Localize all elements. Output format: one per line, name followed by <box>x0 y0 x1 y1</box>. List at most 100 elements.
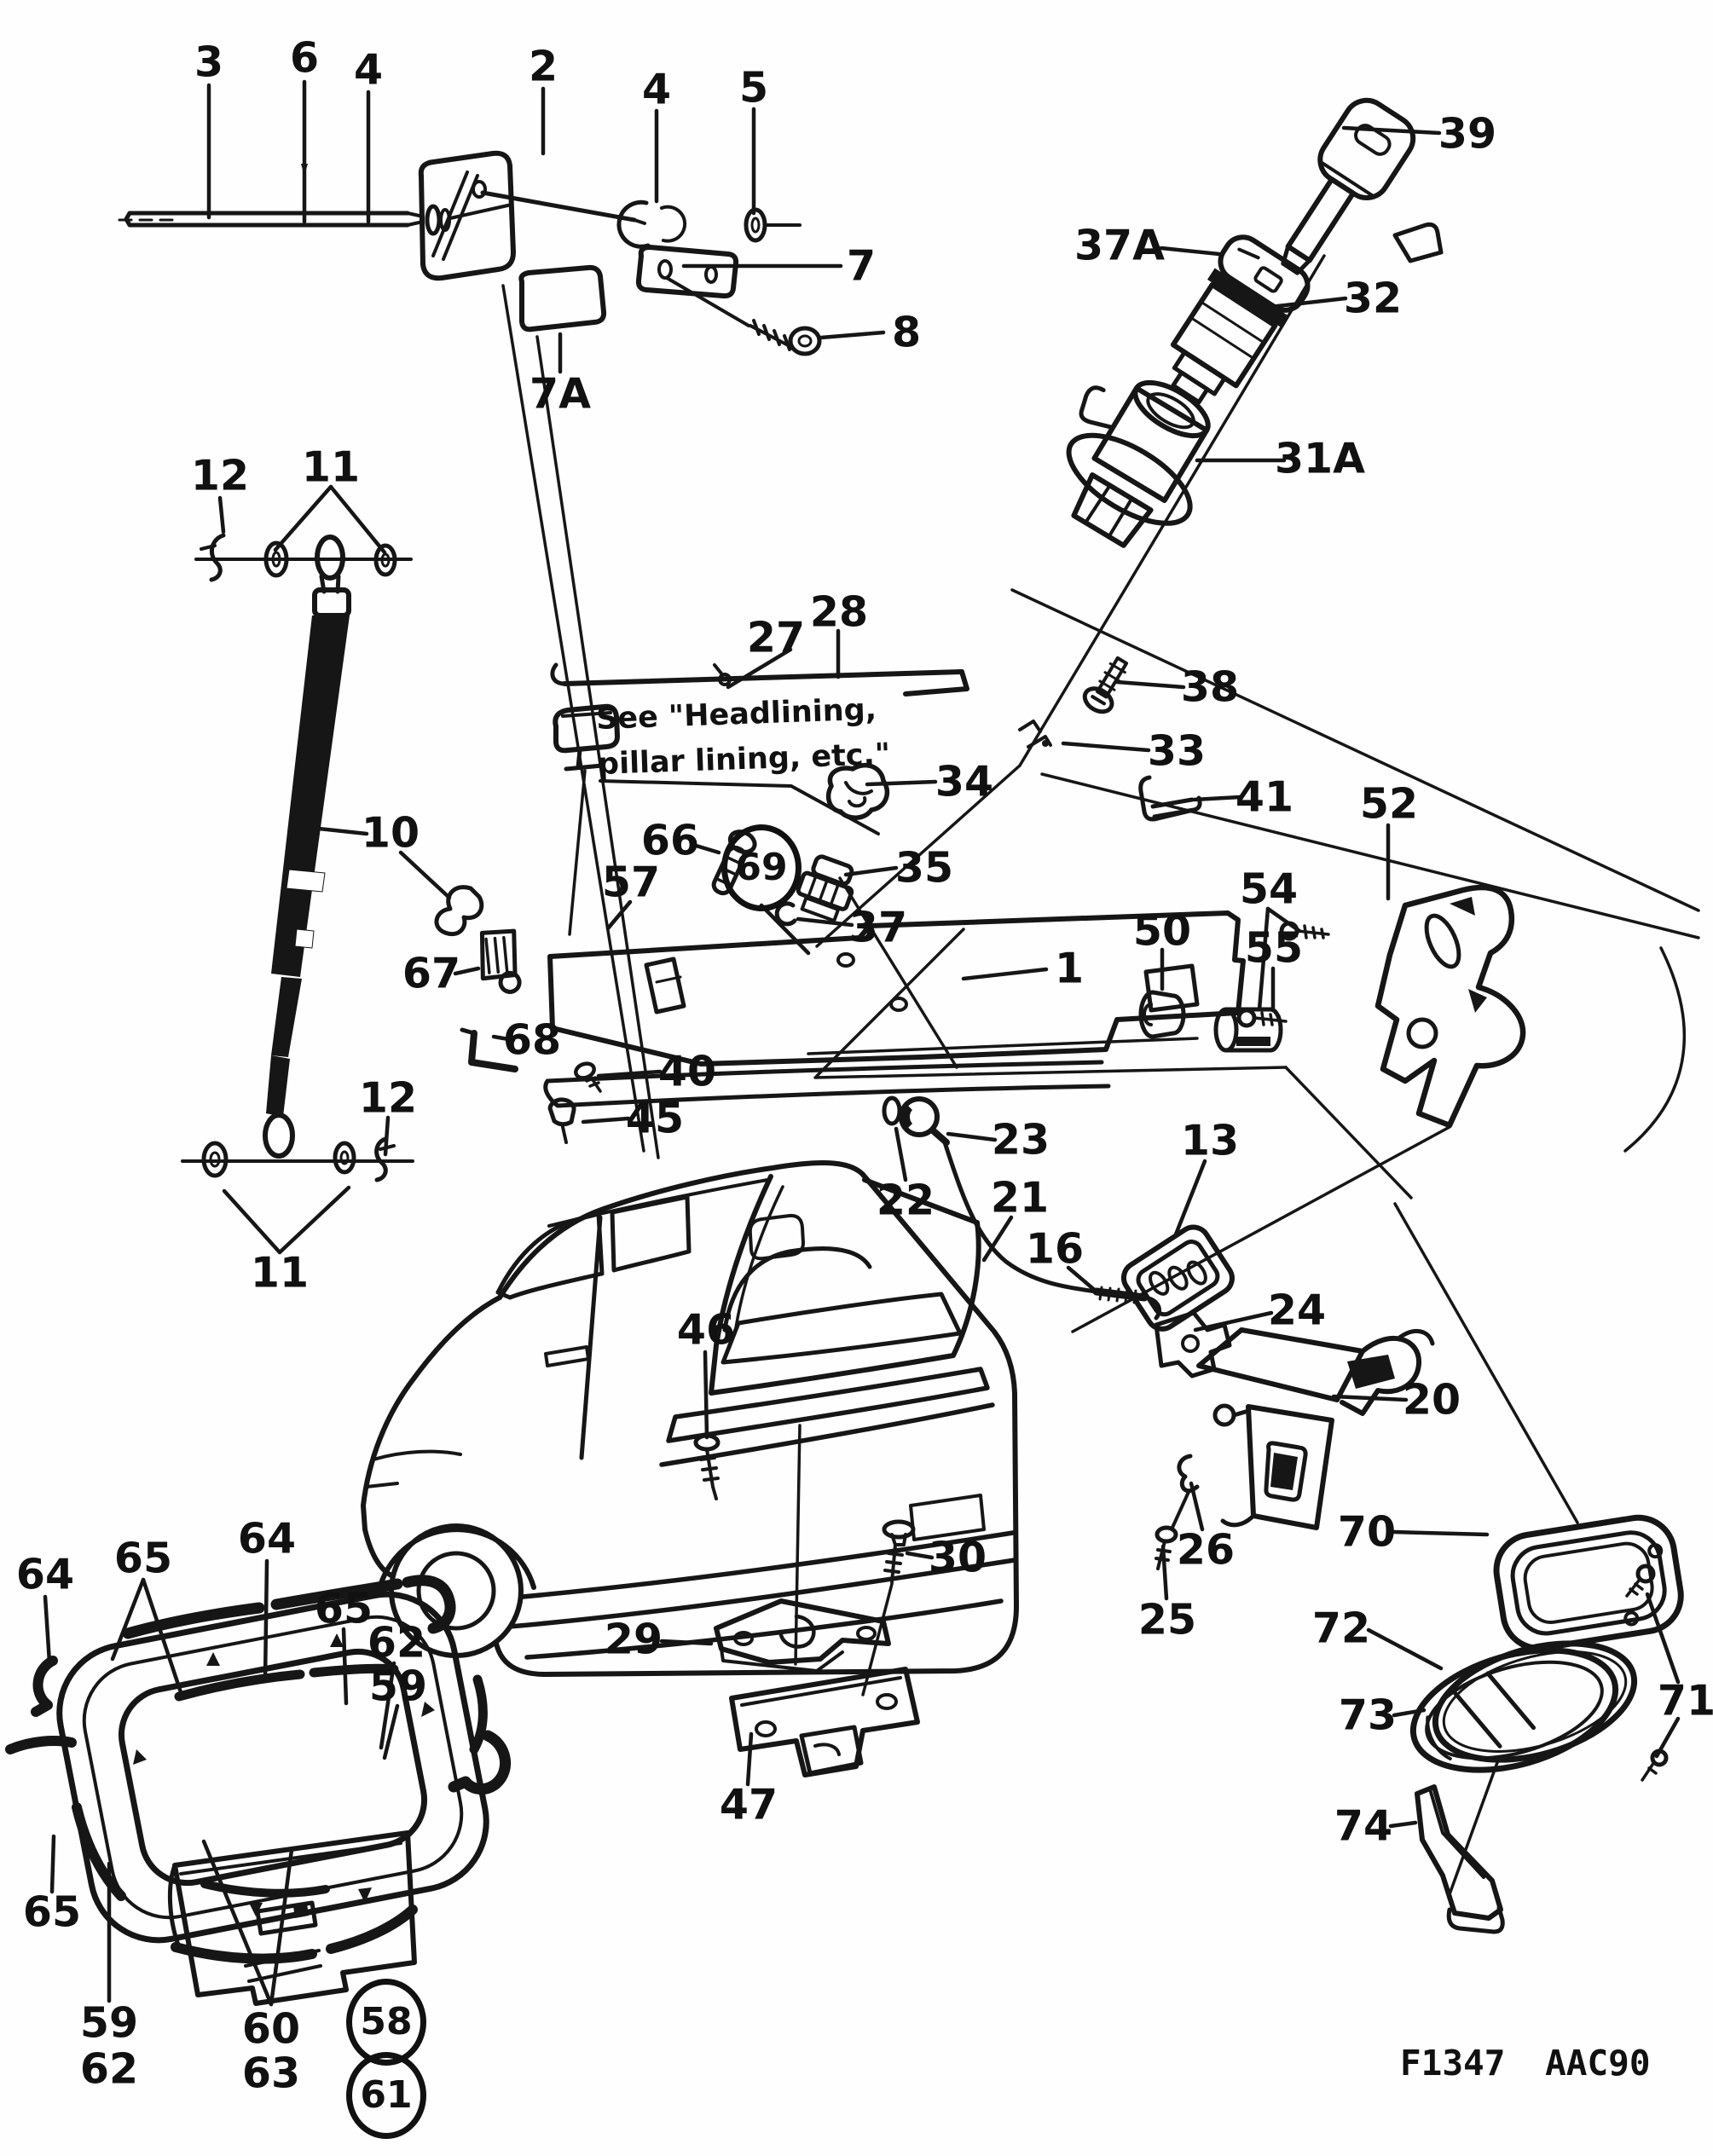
part-label-64: 64 <box>237 1514 297 1564</box>
part-label-38: 38 <box>1180 662 1240 712</box>
part-label-59: 59 <box>368 1662 428 1711</box>
lamp-bracket-74 <box>1415 1784 1505 1934</box>
part-label-66: 66 <box>640 816 700 865</box>
part-label-69: 69 <box>721 824 802 911</box>
headrest <box>748 1213 805 1261</box>
part-label-29: 29 <box>604 1615 663 1664</box>
washer-22 <box>882 1095 902 1126</box>
hinge-pad <box>518 264 607 332</box>
hinge-rod <box>118 211 425 228</box>
spring-67 <box>479 928 522 994</box>
part-label-57: 57 <box>601 858 661 907</box>
part-label-2: 2 <box>528 42 558 91</box>
lock-cylinder <box>1170 234 1311 405</box>
wheel-arch <box>378 1527 536 1590</box>
part-label-45: 45 <box>625 1094 685 1143</box>
part-label-35: 35 <box>894 843 954 893</box>
car-drawing <box>361 1160 1019 1677</box>
screw-30 <box>882 1519 916 1584</box>
release-mechanism <box>882 1095 1435 1570</box>
part-label-26: 26 <box>1176 1525 1236 1575</box>
part-label-65: 65 <box>113 1534 173 1583</box>
part-label-55: 55 <box>1244 923 1304 973</box>
part-label-40: 40 <box>657 1047 717 1096</box>
part-label-41: 41 <box>1235 772 1294 822</box>
switch-13 <box>1120 1224 1235 1332</box>
lamp-screw-71a <box>1625 1564 1656 1598</box>
lock-assembly <box>1018 97 1444 749</box>
hook-bracket-52 <box>1374 884 1526 1129</box>
striker-assembly <box>714 1519 920 1777</box>
cylinder-55 <box>1213 1007 1283 1053</box>
trunk-floor <box>721 1292 963 1365</box>
part-label-12: 12 <box>190 451 250 500</box>
part-label-3: 3 <box>194 38 224 87</box>
plug-45 <box>547 1097 576 1144</box>
part-label-32: 32 <box>1343 274 1403 323</box>
part-label-13: 13 <box>1180 1116 1240 1165</box>
headlining-note: See "Headlining, pillar lining, etc." <box>595 687 891 787</box>
lamp-housing-70 <box>1493 1514 1684 1651</box>
hinge-clip <box>616 199 687 249</box>
lamp-assembly <box>1409 1514 1684 1934</box>
car-body-outline <box>361 1160 1019 1677</box>
part-label-4: 4 <box>641 65 672 114</box>
part-label-50: 50 <box>1132 906 1192 956</box>
part-label-70: 70 <box>1337 1507 1397 1557</box>
quarter-window <box>610 1194 692 1273</box>
rail-clip <box>713 663 732 686</box>
part-label-7A: 7A <box>529 369 592 419</box>
part-label-30: 30 <box>928 1533 987 1582</box>
trunk-lid-panel <box>547 910 1246 1066</box>
part-label-65: 65 <box>314 1584 373 1633</box>
clip-41 <box>1138 775 1202 822</box>
key-ring-clip <box>1392 222 1444 263</box>
part-label-72: 72 <box>1311 1604 1371 1653</box>
part-label-60: 60 <box>241 2004 301 2054</box>
part-label-37A: 37A <box>1074 221 1166 270</box>
part-label-10: 10 <box>361 808 420 858</box>
clip-26 <box>1170 1454 1200 1531</box>
hinge-bracket <box>418 150 637 281</box>
grommet-50 <box>1138 990 1186 1039</box>
part-label-31A: 31A <box>1274 434 1366 483</box>
strut-washer-lower-right <box>333 1141 356 1175</box>
part-label-59: 59 <box>79 1998 139 2048</box>
part-label-33: 33 <box>1147 726 1207 776</box>
part-label-65: 65 <box>22 1887 82 1937</box>
bracket-24 <box>1154 1310 1232 1379</box>
lock-housing <box>1066 379 1211 548</box>
leader-lines <box>43 79 1681 2007</box>
socket-35 <box>796 854 854 923</box>
threaded-end-16 <box>1092 1286 1161 1321</box>
lamp-lens-73 <box>1409 1647 1619 1773</box>
strut-clip-upper <box>200 533 226 582</box>
part-label-54: 54 <box>1239 864 1299 914</box>
part-label-63: 63 <box>241 2049 301 2098</box>
c-clip <box>774 901 797 927</box>
part-label-47: 47 <box>719 1780 778 1829</box>
part-label-6: 6 <box>289 33 320 83</box>
seal-arrows <box>133 1633 435 1916</box>
part-label-34: 34 <box>935 757 994 806</box>
part-label-27: 27 <box>746 613 806 662</box>
part-label-24: 24 <box>1267 1286 1327 1335</box>
part-label-5: 5 <box>738 63 769 113</box>
lock-clip <box>1018 720 1052 749</box>
screw-40 <box>574 1061 602 1093</box>
shelf-hardware <box>1138 775 1526 1129</box>
part-label-39: 39 <box>1438 109 1497 159</box>
part-label-58: 58 <box>346 1979 426 2066</box>
part-label-67: 67 <box>402 949 461 998</box>
bumper-lines <box>507 1530 1017 1660</box>
part-label-20: 20 <box>1402 1375 1461 1425</box>
seal-strips <box>5 1575 511 1964</box>
l-bracket-68 <box>460 1027 518 1072</box>
headlining-rail-group <box>550 662 969 772</box>
strut-washer-upper-left <box>263 540 289 578</box>
part-label-8: 8 <box>891 308 922 357</box>
seat-back <box>722 1246 872 1332</box>
part-label-22: 22 <box>876 1176 935 1225</box>
part-label-73: 73 <box>1338 1691 1398 1740</box>
